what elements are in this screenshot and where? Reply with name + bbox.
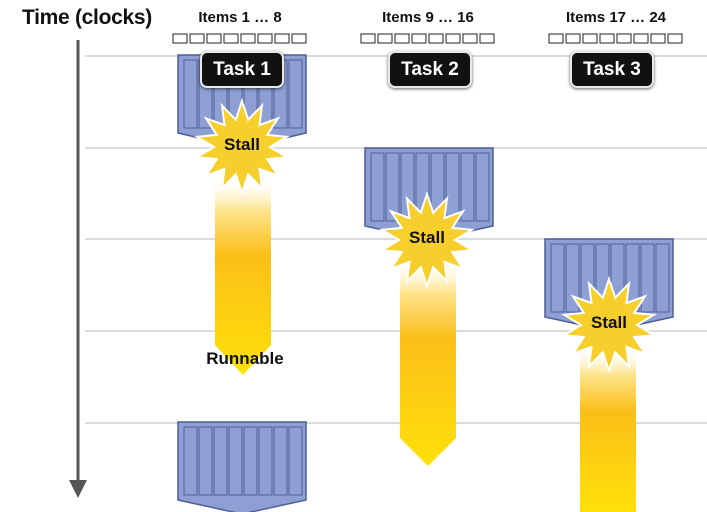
- stall-label-3: Stall: [591, 313, 627, 332]
- stall-burst-2: [379, 190, 475, 290]
- stall-arrow-3: [580, 345, 636, 512]
- stall-label-1: Stall: [224, 135, 260, 154]
- time-axis-arrow: [69, 40, 87, 498]
- items-label-3: Items 17 … 24: [565, 9, 667, 26]
- item-slots-1: [172, 33, 307, 44]
- time-axis-label: Time (clocks): [22, 6, 152, 29]
- task-2-badge: Task 2: [388, 51, 472, 88]
- item-slots-2: [360, 33, 495, 44]
- task-1-badge: Task 1: [200, 51, 284, 88]
- item-slots-3: [548, 33, 683, 44]
- task-3-badge: Task 3: [570, 51, 654, 88]
- stall-burst-3: [561, 275, 657, 375]
- items-label-1: Items 1 … 8: [198, 9, 282, 26]
- stall-label-2: Stall: [409, 228, 445, 247]
- stall-burst-1: [194, 97, 290, 197]
- stall-arrow-1: [215, 175, 271, 375]
- items-label-2: Items 9 … 16: [382, 9, 474, 26]
- task-1-resumed-execution-block: [177, 421, 307, 512]
- runnable-label: Runnable: [206, 349, 284, 368]
- stall-arrow-2: [400, 255, 456, 466]
